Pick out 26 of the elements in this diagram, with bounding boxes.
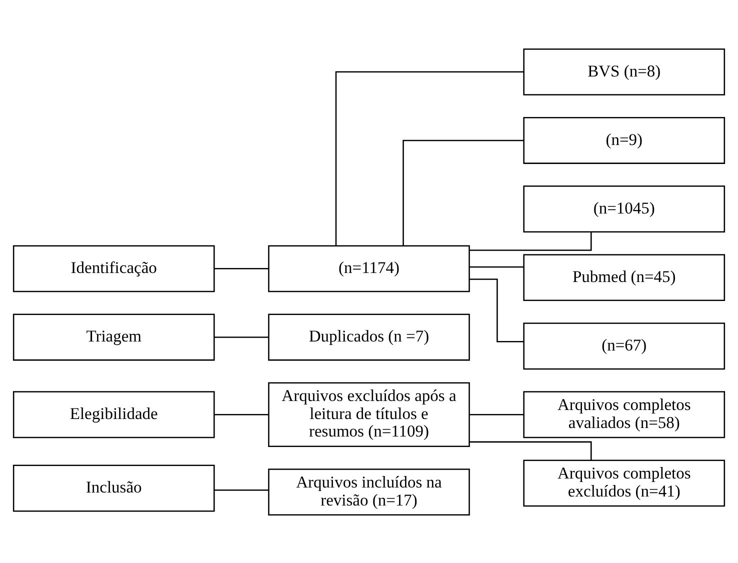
connector	[469, 278, 524, 342]
node-box: Identificação	[12, 244, 215, 292]
node-box: Inclusão	[12, 464, 215, 512]
node-box: Duplicados (n =7)	[268, 313, 470, 360]
node-box: (n=9)	[523, 116, 726, 164]
connector	[469, 232, 592, 250]
node-box: Arquivos completos avaliados (n=58)	[523, 390, 726, 438]
node-box: (n=67)	[523, 322, 726, 370]
node-box: Arquivos incluídos na revisão (n=17)	[268, 468, 470, 516]
node-box: (n=1174)	[268, 244, 470, 292]
connector	[469, 440, 592, 460]
node-box: BVS (n=8)	[523, 48, 726, 95]
connector	[402, 139, 524, 246]
node-box: Pubmed (n=45)	[523, 254, 726, 301]
connector	[469, 414, 524, 415]
node-box: (n=1045)	[523, 185, 726, 232]
node-box: Elegibilidade	[12, 390, 215, 438]
node-box: Arquivos completos excluídos (n=41)	[523, 459, 726, 506]
connector	[469, 266, 524, 268]
connector	[214, 336, 269, 338]
connector	[335, 70, 524, 246]
connector	[214, 268, 269, 269]
node-box: Arquivos excluídos após a leitura de títulos e resumos (n=1109)	[268, 382, 470, 447]
node-box: Triagem	[12, 313, 215, 360]
connector	[214, 489, 269, 490]
connector	[214, 414, 269, 415]
